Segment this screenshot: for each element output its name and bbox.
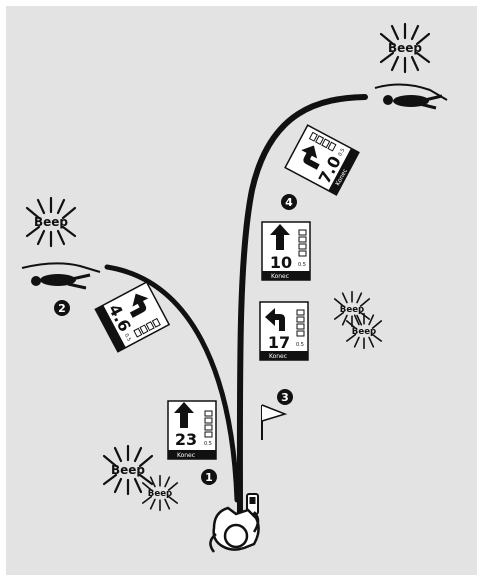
device-footer: Konec <box>269 353 287 360</box>
device-footer: Konec <box>177 452 195 459</box>
device-screen-2: 10 0.5 Konec <box>262 222 310 280</box>
device-number: 23 <box>175 430 197 449</box>
device-number: 10 <box>270 253 292 272</box>
marker-label: 4 <box>285 196 293 209</box>
beep-label: Beep <box>340 305 364 315</box>
marker-3: 3 <box>277 389 293 405</box>
beep-label: Beep <box>34 215 68 229</box>
device-scale: 0.5 <box>298 262 306 268</box>
device-scale: 0.5 <box>204 441 212 447</box>
marker-label: 2 <box>58 302 66 315</box>
marker-label: 3 <box>281 391 289 404</box>
marker-label: 1 <box>205 471 213 484</box>
device-number: 17 <box>268 333 290 352</box>
beep-label: Beep <box>111 463 145 477</box>
marker-2: 2 <box>54 300 70 316</box>
beep-label: Beep <box>148 489 172 499</box>
beep-label: Beep <box>352 327 376 337</box>
marker-4: 4 <box>281 194 297 210</box>
device-scale: 0.5 <box>296 342 304 348</box>
device-footer: Konec <box>271 273 289 280</box>
beep-label: Beep <box>388 41 422 55</box>
device-screen-1: 23 0.5 Konec <box>168 401 216 459</box>
marker-1: 1 <box>201 469 217 485</box>
device-screen-3: 17 0.5 Konec <box>260 302 308 360</box>
